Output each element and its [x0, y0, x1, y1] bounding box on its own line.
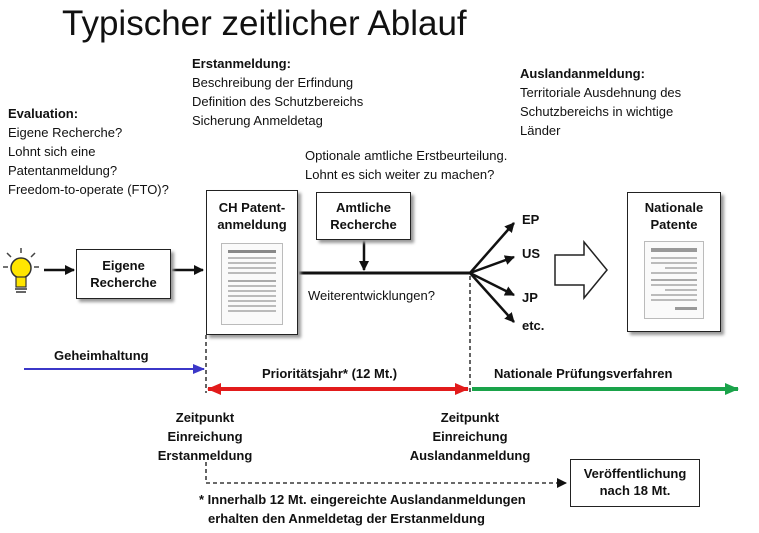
zeitpunkt-ausland-line: Auslandanmeldung [403, 446, 537, 465]
dashed-arrow-veroeffentlichung [206, 462, 566, 483]
zeitpunkt-ausland-line: Zeitpunkt [403, 408, 537, 427]
weiterentwicklungen-label: Weiterentwicklungen? [308, 286, 435, 305]
zeitpunkt-auslandanmeldung: Zeitpunkt Einreichung Auslandanmeldung [403, 408, 537, 465]
branch-arrows [470, 223, 514, 322]
branch-label-ep: EP [522, 210, 539, 229]
geheimhaltung-label: Geheimhaltung [54, 346, 149, 365]
branch-label-etc: etc. [522, 316, 544, 335]
zeitpunkt-ausland-line: Einreichung [403, 427, 537, 446]
amtliche-recherche-line: Recherche [317, 216, 410, 233]
zeitpunkt-erst-line: Erstanmeldung [150, 446, 260, 465]
footnote: * Innerhalb 12 Mt. eingereichte Auslanda… [199, 490, 526, 528]
zeitpunkt-erstanmeldung: Zeitpunkt Einreichung Erstanmeldung [150, 408, 260, 465]
patent-document-icon [221, 243, 283, 325]
eigene-recherche-line: Eigene [77, 257, 170, 274]
nationale-pruefung-label: Nationale Prüfungsverfahren [494, 364, 672, 383]
branch-label-jp: JP [522, 288, 538, 307]
patent-document-icon [644, 241, 704, 319]
branch-arrow-etc [470, 273, 514, 322]
ch-patent-line: anmeldung [207, 216, 297, 233]
eigene-recherche-box: Eigene Recherche [76, 249, 171, 299]
amtliche-recherche-line: Amtliche [317, 199, 410, 216]
branch-arrow-jp [470, 273, 514, 295]
ch-patent-line: CH Patent- [207, 199, 297, 216]
prioritaetsjahr-label: Prioritätsjahr* (12 Mt.) [262, 364, 397, 383]
veroeffentlichung-line: Veröffentlichung [571, 465, 699, 482]
ch-patentanmeldung-box: CH Patent- anmeldung [206, 190, 298, 335]
veroeffentlichung-box: Veröffentlichung nach 18 Mt. [570, 459, 700, 507]
veroeffentlichung-line: nach 18 Mt. [571, 482, 699, 499]
nationale-patente-box: Nationale Patente [627, 192, 721, 332]
hollow-arrow-icon [555, 242, 607, 298]
nationale-patente-line: Nationale [628, 199, 720, 216]
amtliche-recherche-box: Amtliche Recherche [316, 192, 411, 240]
zeitpunkt-erst-line: Zeitpunkt [150, 408, 260, 427]
nationale-patente-line: Patente [628, 216, 720, 233]
footnote-line: erhalten den Anmeldetag der Erstanmeldun… [199, 509, 526, 528]
branch-label-us: US [522, 244, 540, 263]
lightbulb-icon [3, 248, 39, 292]
footnote-line: * Innerhalb 12 Mt. eingereichte Auslanda… [199, 490, 526, 509]
eigene-recherche-line: Recherche [77, 274, 170, 291]
zeitpunkt-erst-line: Einreichung [150, 427, 260, 446]
